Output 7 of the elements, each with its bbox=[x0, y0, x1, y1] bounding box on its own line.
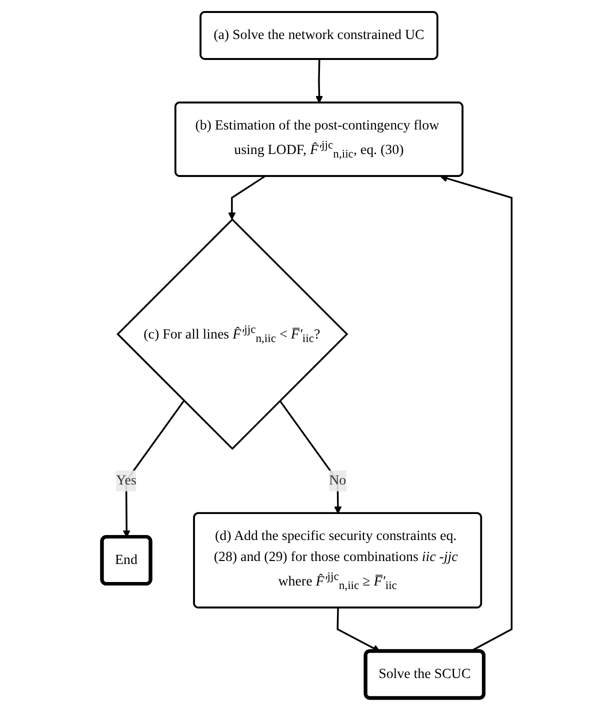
node-diamond: (c) For all lines F̂′$^{jjc}$$_{n,iic}$ < F̅′$_{iic}$? bbox=[116, 218, 348, 450]
arrow bbox=[278, 400, 342, 514]
arrow bbox=[315, 59, 323, 104]
edge-label: Yes bbox=[116, 473, 136, 488]
arrow bbox=[336, 608, 380, 652]
edge-label: No bbox=[328, 473, 346, 488]
arrow bbox=[228, 176, 265, 220]
